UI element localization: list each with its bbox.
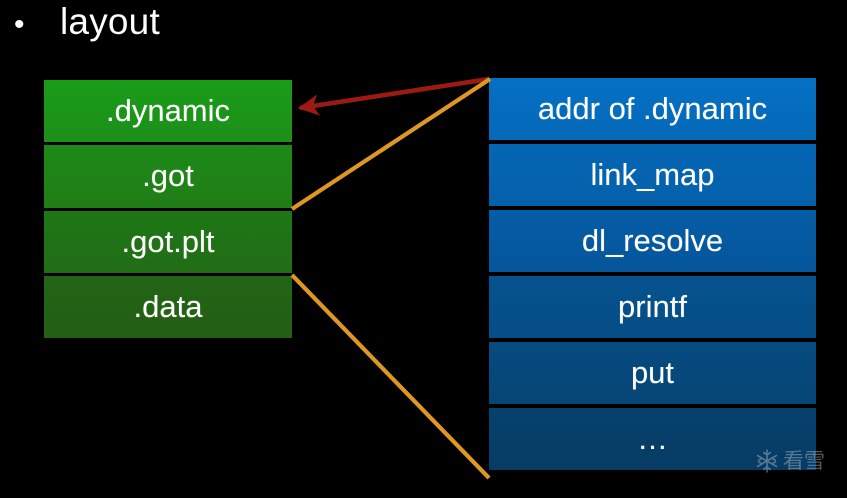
entry-label: link_map: [590, 157, 715, 192]
entry-label: addr of .dynamic: [537, 91, 768, 126]
snowflake-icon: [756, 449, 778, 473]
section-label: .got.plt: [121, 223, 215, 259]
entry-box-dl-resolve[interactable]: dl_resolve: [489, 210, 816, 272]
entry-box-ellipsis[interactable]: …: [489, 408, 816, 470]
entry-label: dl_resolve: [581, 223, 724, 258]
got-plt-link-line: [290, 273, 491, 480]
entry-box-addr-of-dynamic[interactable]: addr of .dynamic: [489, 78, 816, 140]
entry-label: printf: [618, 289, 687, 324]
entry-label: put: [630, 355, 675, 390]
entry-box-printf[interactable]: printf: [489, 276, 816, 338]
dynamic-entries-column: addr of .dynamic link_map dl_resolve pri…: [489, 78, 816, 478]
section-label: .got: [142, 158, 194, 194]
watermark: 看雪: [754, 448, 825, 474]
entry-box-link-map[interactable]: link_map: [489, 144, 816, 206]
slide-title-row: • layout: [14, 0, 160, 47]
elf-sections-column: .dynamic .got .got.plt .data: [44, 80, 292, 338]
bullet-icon: •: [14, 8, 25, 41]
section-box-got[interactable]: .got: [44, 145, 292, 208]
section-box-data[interactable]: .data: [44, 275, 292, 338]
got-link-line: [290, 77, 492, 211]
entry-label: …: [637, 421, 668, 456]
watermark-text: 看雪: [783, 449, 825, 473]
entry-box-put[interactable]: put: [489, 342, 816, 404]
section-box-dynamic[interactable]: .dynamic: [44, 80, 292, 143]
addr-of-dynamic-arrow: [297, 76, 490, 116]
section-box-got-plt[interactable]: .got.plt: [44, 210, 292, 273]
section-label: .dynamic: [105, 93, 231, 129]
section-label: .data: [133, 288, 203, 324]
page-title: layout: [60, 1, 160, 42]
